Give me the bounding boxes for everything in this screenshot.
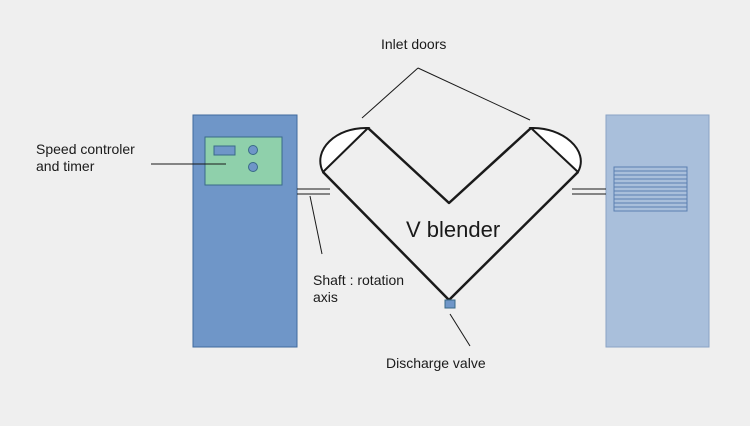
shaft <box>297 188 606 195</box>
control-panel <box>204 136 283 186</box>
inlet-doors-label: Inlet doors <box>381 36 447 52</box>
speed-controller-label-line2: and timer <box>36 158 95 174</box>
leader-shaft <box>309 195 323 255</box>
speed-controller-label: Speed controler and timer <box>36 141 135 175</box>
control-knob-bottom <box>248 162 258 172</box>
shaft-label-line2: axis <box>313 289 338 305</box>
inlet-door-right <box>528 126 582 174</box>
leader-discharge-valve <box>449 313 471 347</box>
speed-controller-label-line1: Speed controler <box>36 141 135 157</box>
display-screen <box>213 145 236 156</box>
discharge-valve-label: Discharge valve <box>386 355 486 371</box>
vent-grille <box>613 166 688 212</box>
shaft-label: Shaft : rotation axis <box>313 272 404 306</box>
motor-cabinet <box>605 114 710 348</box>
leader-inlet-right <box>417 67 531 121</box>
leader-lines <box>151 67 531 347</box>
inlet-door-left <box>319 126 371 174</box>
shaft-label-line1: Shaft : rotation <box>313 272 405 288</box>
leader-inlet-left <box>361 67 419 119</box>
v-blender-label: V blender <box>406 217 501 242</box>
control-knob-top <box>248 145 258 155</box>
discharge-valve <box>444 299 456 309</box>
